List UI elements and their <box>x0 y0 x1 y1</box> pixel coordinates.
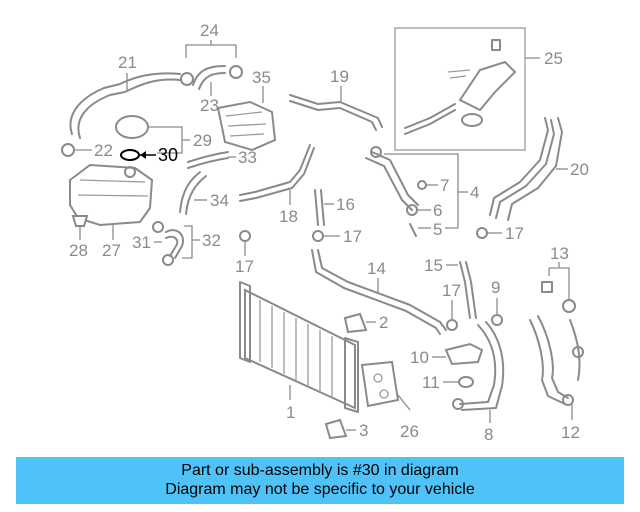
part-28-cap: 28 <box>69 215 89 260</box>
callout-17b: 17 <box>343 227 362 246</box>
callout-20: 20 <box>570 160 589 179</box>
callout-22: 22 <box>94 141 113 160</box>
part-27-reservoir: 27 <box>69 163 154 260</box>
callout-32: 32 <box>202 231 221 250</box>
callout-2: 2 <box>379 313 388 332</box>
callout-29: 29 <box>193 131 212 150</box>
callout-13: 13 <box>550 244 569 263</box>
callout-7: 7 <box>440 176 449 195</box>
callout-28: 28 <box>69 241 88 260</box>
info-banner: Part or sub-assembly is #30 in diagram D… <box>16 457 624 504</box>
callout-21: 21 <box>118 53 137 72</box>
parts-diagram: 24 21 23 35 19 25 <box>61 21 589 444</box>
callout-24-group: 24 <box>180 21 243 86</box>
callout-24: 24 <box>200 21 219 40</box>
part-13-group: 13 <box>541 244 576 313</box>
part-34-hose: 34 <box>179 171 229 215</box>
part-4-7-group: 4 7 6 5 <box>365 146 479 239</box>
callout-12: 12 <box>561 423 580 442</box>
part-30-oring: 30 <box>120 145 178 165</box>
callout-30: 30 <box>158 145 178 165</box>
part-21-hose: 21 <box>69 53 181 139</box>
part-23-hose: 23 <box>192 65 226 115</box>
part-20-pipes: 20 <box>489 117 589 221</box>
callout-5: 5 <box>433 220 442 239</box>
callout-31: 31 <box>132 233 151 252</box>
callout-17c: 17 <box>505 224 524 243</box>
banner-line-1: Part or sub-assembly is #30 in diagram <box>181 462 459 479</box>
part-16-hose: 16 <box>314 189 355 226</box>
callout-27: 27 <box>102 241 121 260</box>
part-14-pipe: 14 <box>311 249 447 335</box>
callout-14: 14 <box>367 259 386 278</box>
callout-17d: 17 <box>442 281 461 300</box>
part-25-box: 25 <box>394 27 563 151</box>
callout-23: 23 <box>200 96 219 115</box>
callout-9: 9 <box>491 278 500 297</box>
callout-8: 8 <box>484 425 493 444</box>
part-17-clamps: 17 17 17 17 <box>235 224 524 331</box>
part-35-cover: 35 <box>216 68 277 152</box>
part-10-flange: 10 <box>410 342 484 367</box>
part-3-mount: 3 <box>324 418 368 440</box>
callout-1: 1 <box>286 403 295 422</box>
callout-10: 10 <box>410 348 429 367</box>
part-8-hose: 8 <box>452 321 505 444</box>
part-19-pipe: 19 <box>289 67 383 131</box>
callout-34: 34 <box>210 191 229 210</box>
callout-35: 35 <box>252 68 271 87</box>
callout-6: 6 <box>433 201 442 220</box>
callout-19: 19 <box>330 67 349 86</box>
callout-17a: 17 <box>235 257 254 276</box>
part-1-radiator: 1 <box>239 281 359 422</box>
callout-15: 15 <box>424 256 443 275</box>
callout-16: 16 <box>336 195 355 214</box>
part-33-hose: 33 <box>187 148 257 169</box>
banner-line-2: Diagram may not be specific to your vehi… <box>165 481 475 498</box>
callout-33: 33 <box>238 148 257 167</box>
callout-26: 26 <box>400 422 419 441</box>
part-2-mount: 2 <box>343 312 388 334</box>
part-26-bracket: 26 <box>360 360 419 441</box>
callout-11: 11 <box>422 373 440 392</box>
part-31-32-hose: 32 31 <box>132 221 221 266</box>
part-9-clamp: 9 <box>491 278 503 326</box>
part-29-cap: 29 <box>115 115 212 154</box>
callout-18: 18 <box>279 207 298 226</box>
callout-25: 25 <box>544 49 563 68</box>
callout-4: 4 <box>470 183 479 202</box>
part-12-hose: 12 <box>529 315 584 442</box>
part-22-clamp: 22 <box>61 141 113 160</box>
part-15-hose: 15 <box>424 256 477 319</box>
callout-3: 3 <box>359 421 368 440</box>
part-18-pipe: 18 <box>239 144 315 226</box>
part-11-clip: 11 <box>422 373 474 392</box>
